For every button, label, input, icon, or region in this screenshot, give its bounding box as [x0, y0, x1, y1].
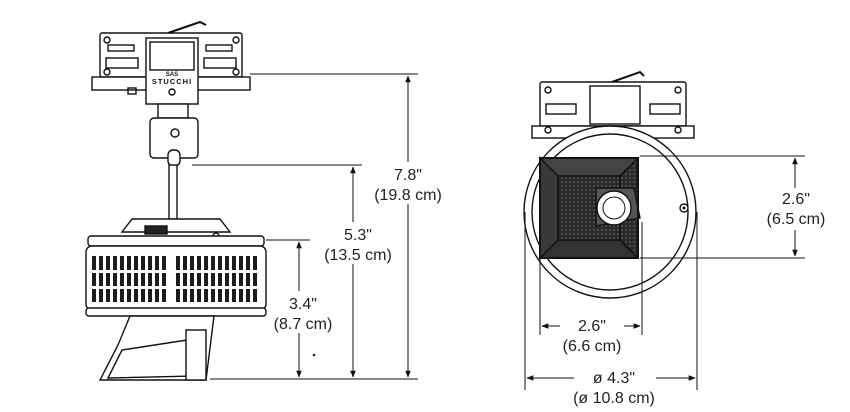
dim-stem-value: 5.3" — [344, 227, 372, 244]
swivel-joint — [149, 103, 199, 167]
dim-housing-value: 3.4" — [289, 296, 317, 313]
dim-aperture-height-value: 2.6" — [782, 191, 810, 208]
dim-total-value: 7.8" — [394, 167, 422, 184]
brand-line-2: STUCCHI — [152, 77, 192, 86]
dim-diameter-metric: (ø 10.8 cm) — [573, 390, 655, 407]
side-view: SAS STUCCHI — [85, 20, 267, 381]
dim-total-metric: (19.8 cm) — [374, 187, 442, 204]
dim-aperture-width-metric: (6.6 cm) — [563, 338, 622, 355]
square-aperture — [538, 156, 641, 260]
fixture-housing — [85, 218, 267, 381]
brand-line-1: SAS — [166, 72, 178, 78]
dim-stem-metric: (13.5 cm) — [324, 247, 392, 264]
dim-diameter-value: ø 4.3" — [593, 370, 635, 387]
dim-housing-metric: (8.7 cm) — [274, 316, 333, 333]
dim-aperture-width-value: 2.6" — [578, 318, 606, 335]
dim-aperture-height-metric: (6.5 cm) — [767, 211, 826, 228]
track-adapter: SAS STUCCHI — [91, 20, 251, 105]
front-view — [523, 70, 697, 299]
stem — [168, 164, 178, 220]
